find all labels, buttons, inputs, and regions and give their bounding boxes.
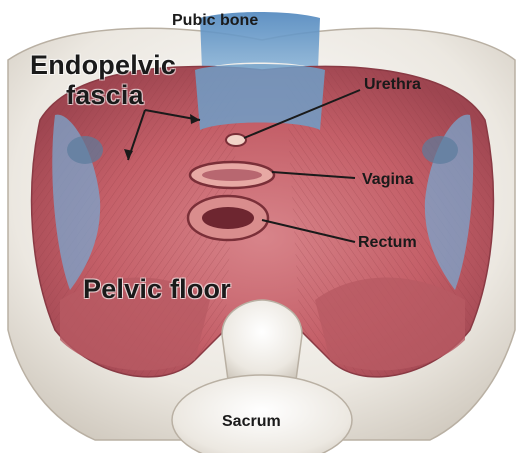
label-pelvic-floor: Pelvic floor	[83, 276, 231, 303]
obturator-right	[422, 136, 458, 164]
label-rectum: Rectum	[358, 235, 417, 251]
urethra-opening	[226, 134, 246, 146]
rectum-inner	[202, 207, 254, 229]
central-fascia	[195, 64, 325, 130]
obturator-left	[67, 136, 103, 164]
vagina-inner	[202, 169, 262, 181]
coccyx	[222, 300, 302, 380]
label-endopelvic-line2: fascia	[66, 82, 144, 109]
label-urethra: Urethra	[364, 77, 421, 93]
label-endopelvic-line1: Endopelvic	[30, 52, 176, 79]
label-vagina: Vagina	[362, 172, 414, 188]
label-pubic-bone: Pubic bone	[172, 13, 258, 29]
label-sacrum: Sacrum	[222, 414, 281, 430]
